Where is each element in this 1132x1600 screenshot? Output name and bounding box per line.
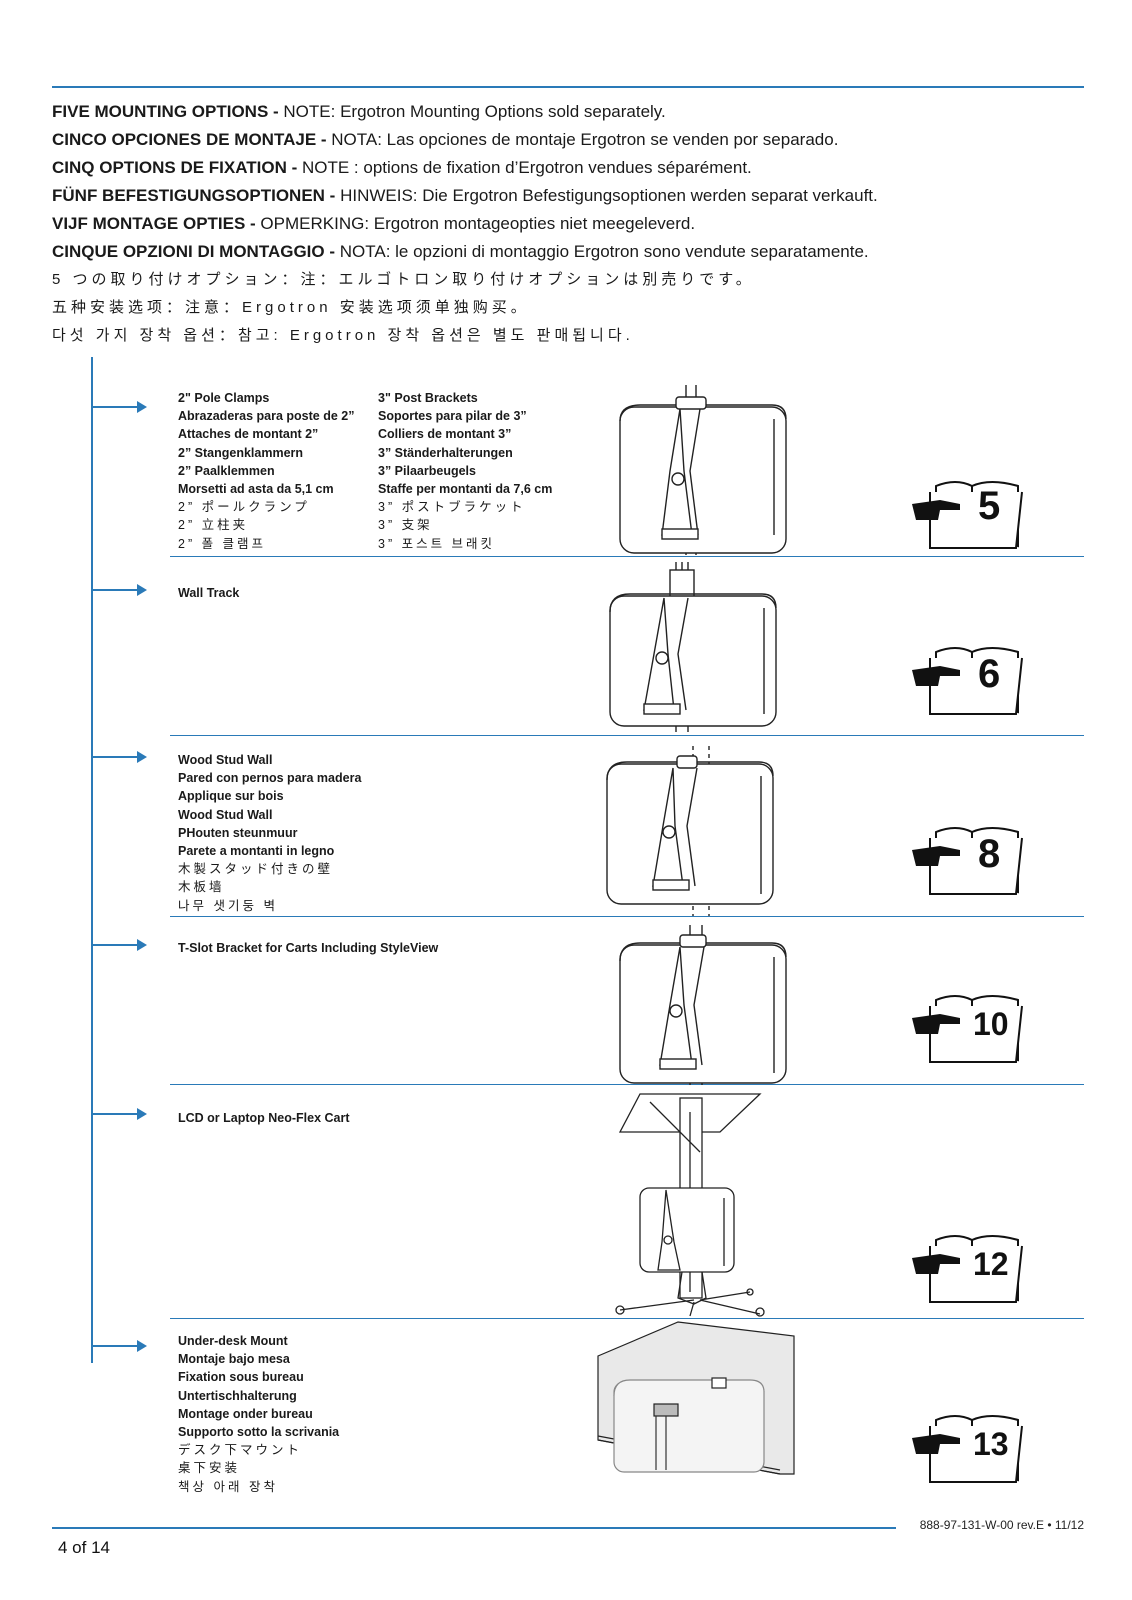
pointing-hand-book-icon	[912, 822, 1024, 896]
option-4-col1: T-Slot Bracket for Carts Including Style…	[178, 941, 439, 955]
heading-line-es: CINCO OPCIONES DE MONTAJE - NOTA: Las op…	[52, 130, 839, 149]
option-2-col1: Wall Track	[178, 586, 240, 600]
page-ref-8: 8	[978, 832, 1001, 876]
footer-rule	[52, 1527, 896, 1529]
heading-line-en: FIVE MOUNTING OPTIONS - NOTE: Ergotron M…	[52, 102, 666, 121]
options-tree-line	[91, 357, 93, 1363]
pointing-hand-book-icon	[912, 1230, 1024, 1304]
neo-flex-cart-illustration	[615, 1093, 765, 1317]
wall-track-illustration	[609, 562, 777, 732]
under-desk-illustration	[597, 1321, 795, 1475]
pointing-hand-book-icon	[912, 990, 1024, 1064]
page-number: 4 of 14	[58, 1538, 110, 1557]
header-rule	[52, 86, 1084, 88]
page-ref-5: 5	[978, 484, 1001, 528]
heading-line-nl: VIJF MONTAGE OPTIES - OPMERKING: Ergotro…	[52, 214, 696, 233]
t-slot-bracket-illustration	[619, 925, 787, 1085]
option-arrow	[91, 584, 147, 596]
row-divider	[170, 916, 1084, 917]
page-ref-12: 12	[973, 1246, 1009, 1282]
row-divider	[170, 1318, 1084, 1319]
heading-line-it: CINQUE OPZIONI DI MONTAGGIO - NOTA: le o…	[52, 242, 869, 261]
heading-line-ko: 다섯 가지 장착 옵션：참고: Ergotron 장착 옵션은 별도 판매됩니다…	[52, 327, 634, 344]
wood-stud-illustration	[606, 746, 774, 916]
heading-line-fr: CINQ OPTIONS DE FIXATION - NOTE : option…	[52, 158, 752, 177]
page-ref-13: 13	[973, 1426, 1009, 1462]
row-divider	[170, 1084, 1084, 1085]
row-divider	[170, 556, 1084, 557]
page-ref-10: 10	[973, 1006, 1009, 1042]
option-arrow	[91, 1108, 147, 1120]
mounting-options-heading: FIVE MOUNTING OPTIONS - NOTE: Ergotron M…	[52, 98, 1092, 350]
document-code: 888-97-131-W-00 rev.E • 11/12	[919, 1518, 1084, 1532]
heading-line-ja: 5 つの取り付けオプション：注：エルゴトロン取り付けオプションは別売りです。	[52, 271, 755, 288]
pointing-hand-book-icon	[912, 1410, 1024, 1484]
pointing-hand-book-icon	[912, 642, 1024, 716]
option-arrow	[91, 751, 147, 763]
option-arrow	[91, 401, 147, 413]
option-5-col1: LCD or Laptop Neo-Flex Cart	[178, 1111, 350, 1125]
option-arrow	[91, 1340, 147, 1352]
option-arrow	[91, 939, 147, 951]
pole-clamp-illustration	[619, 385, 787, 555]
page-ref-6: 6	[978, 652, 1001, 696]
row-divider	[170, 735, 1084, 736]
heading-line-de: FÜNF BEFESTIGUNGSOPTIONEN - HINWEIS: Die…	[52, 186, 878, 205]
pointing-hand-book-icon	[912, 476, 1024, 550]
heading-line-zh: 五种安装选项：注意：Ergotron 安装选项须单独购买。	[52, 299, 530, 316]
